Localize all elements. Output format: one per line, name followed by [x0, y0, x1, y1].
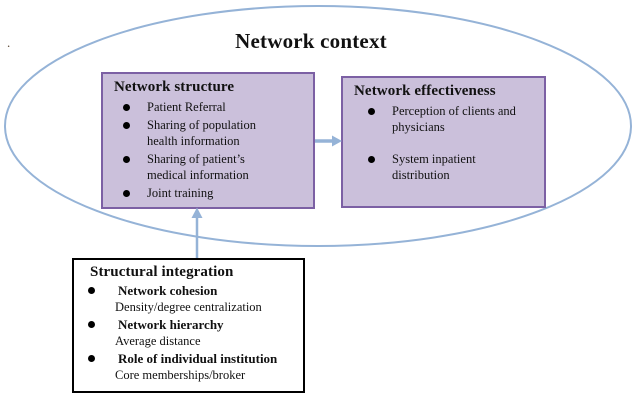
list-item: System inpatient distribution	[343, 151, 544, 183]
arrow-right-icon	[315, 135, 342, 147]
list-item-text: System inpatient distribution	[392, 152, 476, 182]
list-item-text: Sharing of population health information	[147, 118, 257, 148]
bullet-icon	[88, 355, 95, 362]
network-context-title: Network context	[235, 29, 387, 53]
network-effectiveness-list: Perception of clients and physicians Sys…	[343, 103, 544, 183]
network-structure-list: Patient Referral Sharing of population h…	[103, 99, 313, 201]
bullet-icon	[123, 156, 130, 163]
bullet-icon	[88, 287, 95, 294]
bullet-icon	[123, 104, 130, 111]
network-structure-title: Network structure	[114, 79, 235, 95]
list-item-text: Perception of clients and physicians	[392, 104, 516, 134]
network-structure-box: Network structure Patient Referral Shari…	[101, 72, 315, 209]
structural-integration-box: Structural integration Network cohesion …	[72, 258, 305, 393]
network-effectiveness-box: Network effectiveness Perception of clie…	[341, 76, 546, 208]
list-item-detail: Average distance	[115, 334, 201, 348]
bullet-icon	[368, 108, 375, 115]
list-item: Sharing of population health information	[103, 117, 313, 149]
list-item-detail: Density/degree centralization	[115, 300, 262, 314]
bullet-icon	[368, 156, 375, 163]
list-item: Perception of clients and physicians	[343, 103, 544, 135]
list-item-detail: Core memberships/broker	[115, 368, 246, 382]
list-item: Sharing of patient’s medical information	[103, 151, 313, 183]
arrow-up-icon	[191, 207, 203, 258]
list-item: Patient Referral	[103, 99, 313, 115]
list-item-label: Role of individual institution	[118, 351, 278, 366]
list-item-text: Joint training	[147, 186, 214, 200]
list-item-label: Network cohesion	[118, 283, 218, 298]
list-item: Network hierarchy Average distance	[74, 316, 303, 350]
list-item-label: Network hierarchy	[118, 317, 224, 332]
list-item-text: Sharing of patient’s medical information	[147, 152, 249, 182]
bullet-icon	[123, 122, 130, 129]
list-item: Joint training	[103, 185, 313, 201]
structural-integration-list: Network cohesion Density/degree centrali…	[74, 282, 303, 384]
network-effectiveness-title: Network effectiveness	[354, 83, 496, 99]
structural-integration-title: Structural integration	[90, 264, 234, 280]
list-item: Role of individual institution Core memb…	[74, 350, 303, 384]
bullet-icon	[123, 190, 130, 197]
list-item-text: Patient Referral	[147, 100, 226, 114]
bullet-icon	[88, 321, 95, 328]
list-item: Network cohesion Density/degree centrali…	[74, 282, 303, 316]
